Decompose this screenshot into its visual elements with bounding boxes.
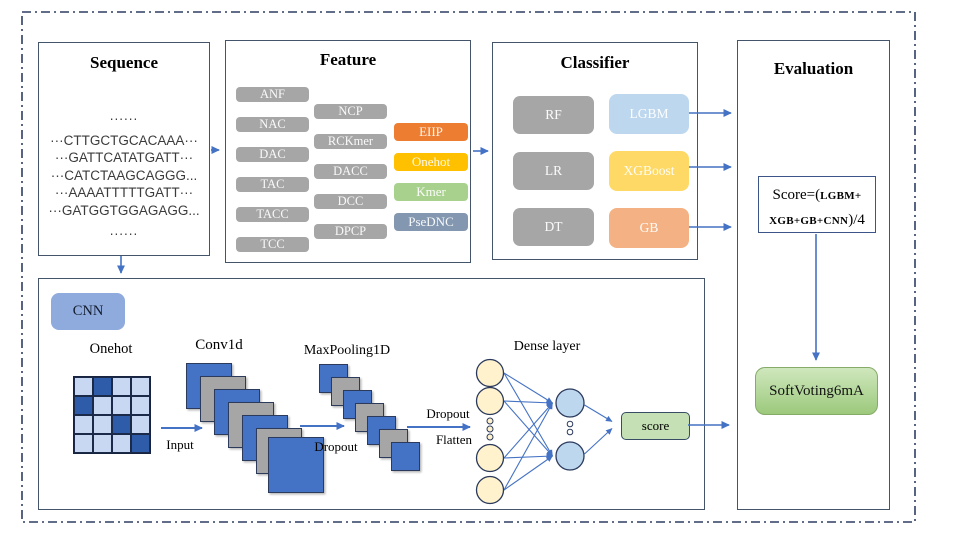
- dropout-label-1: Dropout: [314, 439, 358, 454]
- sequence-line: ···CTTGCTGCACAAA···: [50, 132, 198, 148]
- feature-pill-nac: NAC: [236, 117, 309, 132]
- score-chip: score: [621, 412, 690, 440]
- feature-pill-dacc: DACC: [314, 164, 387, 179]
- conv1d-label: Conv1d: [195, 337, 243, 353]
- sequence-line: ···GATGGTGGAGAGG...: [48, 202, 200, 218]
- onehot-matrix: [73, 376, 151, 454]
- feature-pill-onehot: Onehot: [394, 153, 468, 171]
- grid-cell-light: [131, 415, 150, 434]
- score-formula-caps2: XGB+GB+CNN: [769, 215, 849, 227]
- score-formula-suffix: )/4: [848, 212, 865, 228]
- evaluation-title: Evaluation: [773, 59, 854, 78]
- softvoting-result-badge: SoftVoting6mA: [755, 367, 878, 415]
- feature-pill-anf: ANF: [236, 87, 309, 102]
- score-formula-caps1: LGBM+: [820, 190, 862, 202]
- classifier-xgboost: XGBoost: [609, 151, 689, 191]
- classifier-gb: GB: [609, 208, 689, 248]
- grid-cell-light: [112, 434, 131, 453]
- sequence-title: Sequence: [90, 53, 158, 72]
- feature-pill-ncp: NCP: [314, 104, 387, 119]
- classifier-gray-column: RF LR DT: [513, 96, 594, 246]
- grid-cell-light: [112, 396, 131, 415]
- sequence-line: ···AAAATTTTTGATT···: [54, 185, 194, 200]
- classifier-dt: DT: [513, 208, 594, 246]
- grid-cell-light: [93, 415, 112, 434]
- cnn-badge: CNN: [51, 293, 125, 330]
- flatten-label: Flatten: [435, 432, 473, 447]
- dropout-label-2: Dropout: [426, 406, 470, 421]
- feature-title: Feature: [319, 50, 377, 69]
- feature-pill-kmer: Kmer: [394, 183, 468, 201]
- cnn-panel: CNN Onehot Input Conv1d MaxPooling1D Dro…: [38, 278, 705, 510]
- feature-pill-rckmer: RCKmer: [314, 134, 387, 149]
- sequence-lines: ...... ···CTTGCTGCACAAA··· ···GATTCATATGAT…: [39, 107, 209, 240]
- grid-cell-light: [131, 377, 150, 396]
- feature-pill-dpcp: DPCP: [314, 224, 387, 239]
- grid-cell-dark: [74, 396, 93, 415]
- grid-cell-light: [131, 396, 150, 415]
- grid-cell-dark: [93, 377, 112, 396]
- sequence-line: ···GATTCATATGATT···: [54, 150, 194, 165]
- dense-layer-label: Dense layer: [513, 339, 581, 354]
- maxpooling-label: MaxPooling1D: [303, 343, 391, 358]
- evaluation-panel: Evaluation Score=(LGBM+ XGB+GB+CNN)/4 Sof…: [737, 40, 890, 510]
- score-formula-prefix: Score=(: [772, 187, 821, 203]
- feature-pill-dcc: DCC: [314, 194, 387, 209]
- sequence-line: ......: [109, 223, 139, 238]
- sequence-panel: Sequence ...... ···CTTGCTGCACAAA··· ···GAT…: [38, 42, 210, 256]
- score-formula-box: Score=(LGBM+ XGB+GB+CNN)/4: [758, 176, 876, 233]
- classifier-title: Classifier: [560, 53, 630, 72]
- grid-cell-light: [74, 377, 93, 396]
- feature-pill-psednc: PseDNC: [394, 213, 468, 231]
- classifier-rf: RF: [513, 96, 594, 134]
- grid-cell-light: [74, 415, 93, 434]
- grid-cell-light: [93, 434, 112, 453]
- grid-cell-light: [112, 377, 131, 396]
- sequence-line: ···CATCTAAGCAGGG...: [50, 167, 198, 183]
- onehot-label: Onehot: [89, 341, 133, 357]
- sequence-line: ......: [109, 108, 139, 123]
- input-label: Input: [166, 437, 194, 452]
- grid-cell-light: [74, 434, 93, 453]
- feature-pill-eiip: EIIP: [394, 123, 468, 141]
- feature-pill-dac: DAC: [236, 147, 309, 162]
- feature-pill-tac: TAC: [236, 177, 309, 192]
- feature-pill-tacc: TACC: [236, 207, 309, 222]
- grid-cell-light: [93, 396, 112, 415]
- grid-cell-dark: [131, 434, 150, 453]
- feature-pill-tcc: TCC: [236, 237, 309, 252]
- grid-cell-dark: [112, 415, 131, 434]
- classifier-lr: LR: [513, 152, 594, 190]
- feature-column-1: ANF NAC DAC TAC TACC TCC: [236, 87, 309, 252]
- classifier-lgbm: LGBM: [609, 94, 689, 134]
